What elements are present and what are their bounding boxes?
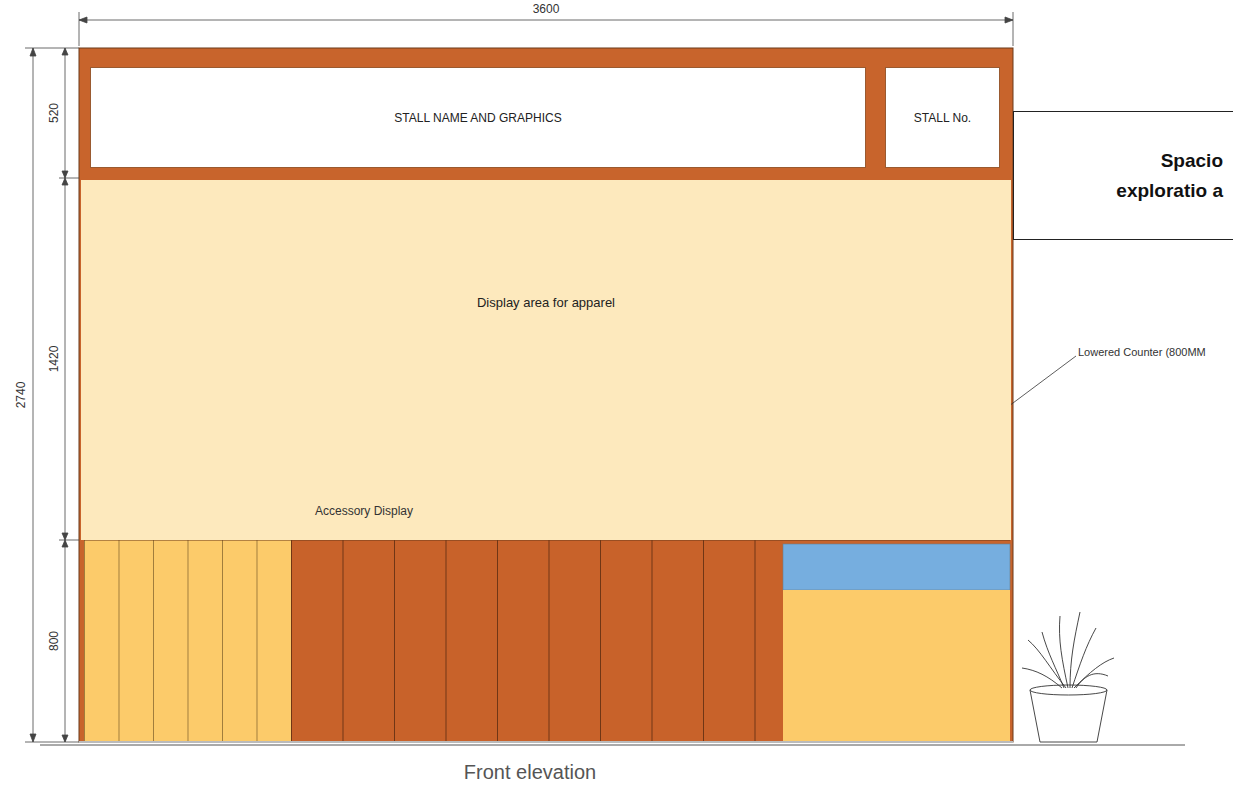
apparel-display-area: Display area for apparel <box>81 180 1011 540</box>
node-text: Spacio exploratio a <box>1105 146 1223 205</box>
stall-name-panel: STALL NAME AND GRAPHICS <box>90 67 866 168</box>
callout-box: Spacio exploratio a <box>1013 111 1233 240</box>
caption: Front elevation <box>464 762 596 782</box>
stall-frame <box>79 48 1013 742</box>
ground-line <box>40 745 1185 746</box>
plinth <box>79 741 1013 743</box>
brown-panel-lines <box>291 540 783 742</box>
dimension-text: 3600 <box>533 3 560 15</box>
dimension-text: 800 <box>48 631 60 651</box>
stall-number-panel: STALL No. <box>885 67 1000 168</box>
brown-panels <box>291 540 783 742</box>
counter-body <box>783 590 1010 742</box>
dimension-text: 1420 <box>48 346 60 373</box>
callout-label: Accessory Display <box>315 505 413 517</box>
node-text: Display area for apparel <box>477 295 615 310</box>
dimension-lines <box>25 12 1013 742</box>
node-text: STALL NAME AND GRAPHICS <box>394 111 561 125</box>
counter-top <box>783 544 1010 590</box>
node-text: STALL No. <box>914 111 971 125</box>
dimension-text: 520 <box>48 103 60 123</box>
callout-label: Lowered Counter (800MM <box>1078 347 1206 358</box>
plant-illustration <box>1022 612 1114 742</box>
accessory-display <box>84 540 291 742</box>
dimension-text: 2740 <box>15 382 27 409</box>
accessory-panels <box>84 540 291 742</box>
